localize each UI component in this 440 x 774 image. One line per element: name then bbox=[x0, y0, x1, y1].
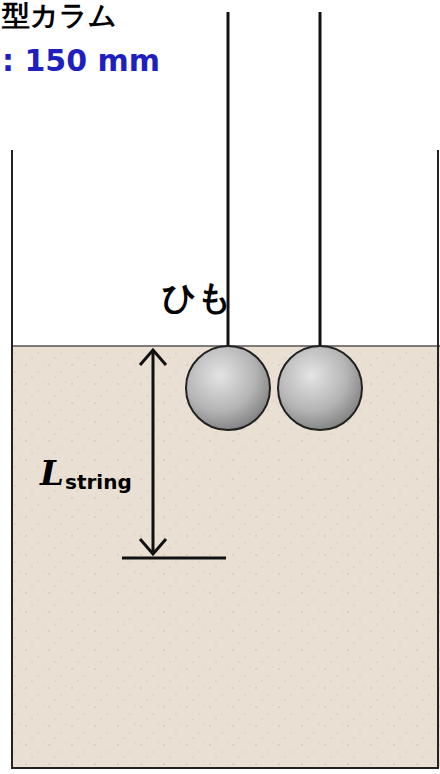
dimension-text: : 150 mm bbox=[2, 46, 160, 76]
part-name: ひも bbox=[162, 280, 232, 314]
depth-mark bbox=[122, 557, 226, 560]
title-fragment: 型カラム bbox=[2, 2, 117, 30]
column-wall bbox=[12, 150, 438, 768]
string-line bbox=[319, 12, 322, 346]
arrow-head bbox=[140, 350, 166, 365]
symbol-letter: L bbox=[40, 456, 64, 490]
arrow-head bbox=[140, 539, 166, 554]
sphere bbox=[278, 346, 362, 430]
sphere bbox=[186, 346, 270, 430]
symbol-subscript: string bbox=[65, 472, 132, 492]
sand-fill bbox=[12, 346, 440, 768]
depth-arrow bbox=[152, 352, 155, 552]
